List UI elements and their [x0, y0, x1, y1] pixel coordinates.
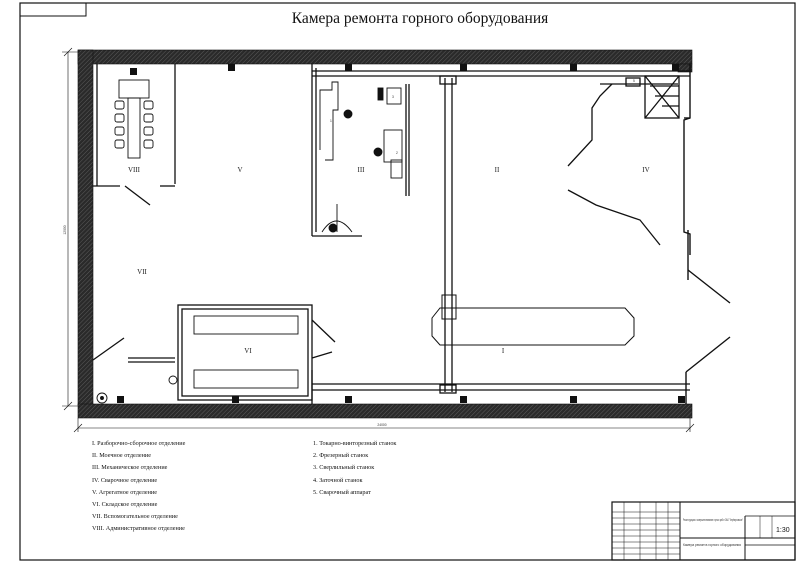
legend-item: V. Агрегатное отделение	[92, 488, 157, 496]
right-boundary	[683, 64, 731, 404]
admin-furniture	[114, 79, 154, 159]
stamp-scale: 1:30	[776, 527, 790, 534]
svg-text:3: 3	[392, 95, 394, 99]
legend-item: 1. Токарно-винторезный станок	[313, 440, 397, 447]
room-label-iv: IV	[642, 166, 649, 174]
room-label-viii: VIII	[128, 166, 141, 174]
stamp-doc-title: Реконструкция и совершенствование горных…	[683, 518, 743, 522]
svg-text:5: 5	[633, 79, 635, 83]
legend-item: III. Механическое отделение	[92, 464, 168, 472]
legend-departments: I. Разборочно-сборочное отделение II. Мо…	[92, 440, 186, 539]
svg-text:1: 1	[330, 119, 332, 123]
legend-item: VI. Складское отделение	[92, 500, 158, 508]
legend-equipment: 1. Токарно-винторезный станок 2. Фрезерн…	[313, 440, 397, 502]
page-title: Камера ремонта горного оборудования	[291, 10, 549, 27]
sheet-frame	[19, 2, 796, 561]
room-label-vii: VII	[137, 268, 147, 276]
legend-item: 2. Фрезерный станок	[313, 452, 369, 460]
legend-item: IV. Сварочное отделение	[92, 476, 158, 484]
legend-item: I. Разборочно-сборочное отделение	[92, 440, 186, 447]
stamp-sheet-title: Камера ремонта горного оборудования	[683, 543, 741, 547]
room-label-i: I	[502, 347, 505, 355]
legend-item: VIII. Административное отделение	[92, 525, 185, 533]
legend-item: 5. Сварочный аппарат	[313, 488, 371, 496]
crane-beam	[431, 307, 635, 346]
title-block	[611, 501, 796, 561]
room-label-ii: II	[495, 166, 500, 174]
room-label-iii: III	[358, 166, 366, 174]
legend-item: 3. Сверлильный станок	[313, 464, 375, 472]
interior-walls	[92, 64, 690, 404]
dimension-lines	[62, 47, 695, 433]
width-dimension: 24000	[377, 423, 386, 427]
machine-tools	[96, 81, 403, 404]
crane-hoist	[441, 294, 457, 320]
stamp-corner-box	[19, 2, 87, 17]
wall-columns	[117, 64, 685, 403]
outer-walls	[77, 49, 693, 419]
room-label-v: V	[237, 166, 242, 174]
room-label-vi: VI	[244, 347, 252, 355]
device-numbers: 1 2 3 5	[330, 79, 635, 155]
legend-item: 4. Заточной станок	[313, 476, 363, 484]
svg-text:2: 2	[396, 151, 398, 155]
legend-item: II. Моечное отделение	[92, 452, 151, 460]
height-dimension: 12000	[63, 225, 67, 234]
legend-item: VII. Вспомогательное отделение	[92, 513, 178, 521]
